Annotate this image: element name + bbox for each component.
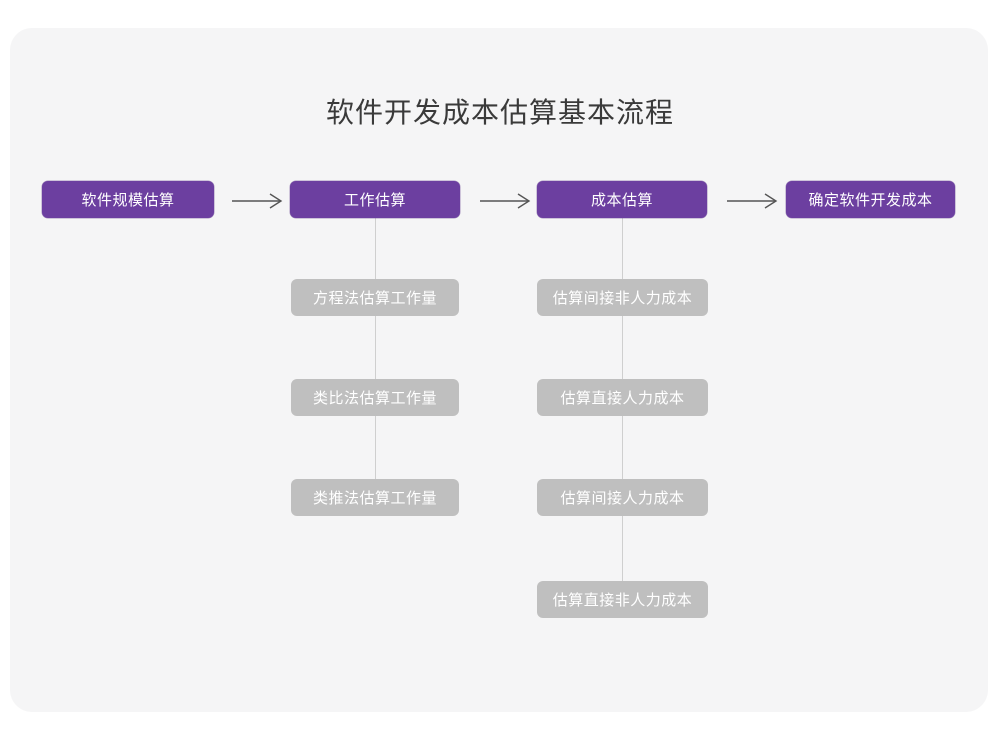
substep-node-label: 估算直接人力成本 [560,390,685,407]
stage-node-label: 软件规模估算 [81,192,175,209]
stage-node-determine-development-cost[interactable]: 确定软件开发成本 [786,181,955,218]
substep-node-direct-labor-cost[interactable]: 估算直接人力成本 [537,379,708,416]
substep-node-direct-non-labor-cost[interactable]: 估算直接非人力成本 [537,581,708,618]
substep-node-label: 估算直接非人力成本 [552,592,693,609]
substep-node-indirect-non-labor-cost[interactable]: 估算间接非人力成本 [537,279,708,316]
page-title: 软件开发成本估算基本流程 [325,97,674,128]
stage-node-label: 工作估算 [343,192,406,209]
substep-node-label: 方程法估算工作量 [312,290,437,307]
substep-node-analogy-method-workload[interactable]: 类比法估算工作量 [291,379,459,416]
arrow-stage1-to-stage2 [232,193,283,209]
substep-node-inference-method-workload[interactable]: 类推法估算工作量 [291,479,459,516]
stage-node-work-estimation[interactable]: 工作估算 [290,181,460,218]
diagram-card-panel [10,28,988,712]
stage-node-software-scale-estimation[interactable]: 软件规模估算 [42,181,214,218]
substep-node-label: 估算间接人力成本 [560,490,685,507]
substep-node-label: 估算间接非人力成本 [552,290,693,307]
stage-node-cost-estimation[interactable]: 成本估算 [537,181,707,218]
substep-node-indirect-labor-cost[interactable]: 估算间接人力成本 [537,479,708,516]
connector-line-column-1 [375,216,376,504]
substep-node-equation-method-workload[interactable]: 方程法估算工作量 [291,279,459,316]
stage-node-label: 确定软件开发成本 [808,192,933,209]
substep-node-label: 类推法估算工作量 [312,490,437,507]
substep-node-label: 类比法估算工作量 [312,390,437,407]
arrow-stage3-to-stage4 [727,193,778,209]
stage-node-label: 成本估算 [590,192,653,209]
arrow-stage2-to-stage3 [480,193,531,209]
